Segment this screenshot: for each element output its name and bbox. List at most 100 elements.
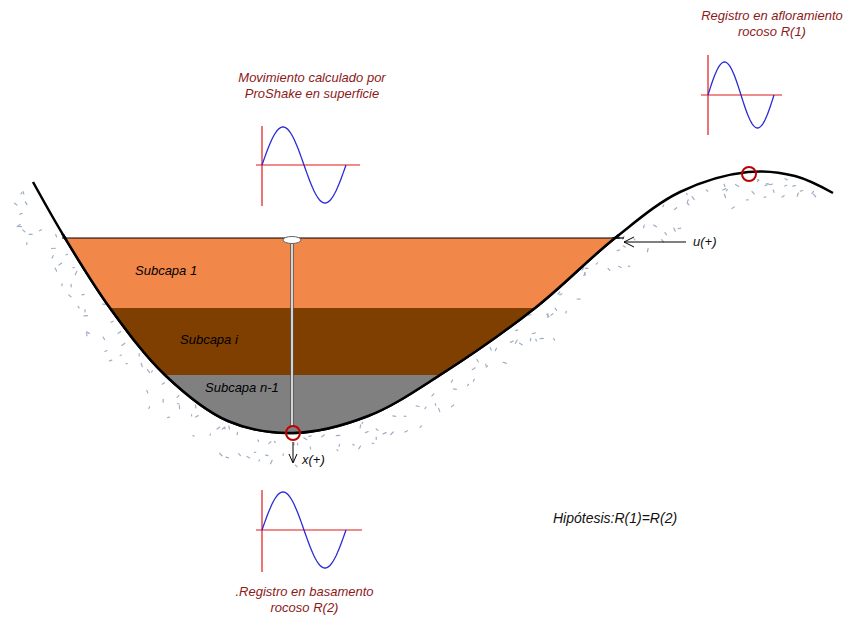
rock-dot [55, 235, 57, 237]
rock-dot [675, 208, 677, 210]
rock-dot [23, 192, 25, 194]
rock-dot [365, 432, 368, 433]
axis-label-box: x(+) [302, 452, 325, 468]
rock-dot [103, 337, 104, 340]
rock-dot [687, 200, 689, 202]
rock-dot [558, 292, 560, 294]
rock-dot [785, 179, 787, 180]
rock-dot [503, 362, 506, 363]
signal-plot [256, 126, 360, 206]
rock-dot [560, 294, 562, 295]
rock-dot [477, 359, 478, 361]
rock-dot [310, 447, 312, 449]
sine-wave [708, 62, 774, 128]
rock-dot [120, 354, 121, 356]
layer-fill [104, 308, 540, 375]
rock-dot [584, 273, 586, 275]
rock-dot [257, 440, 259, 441]
rock-dot [530, 338, 532, 340]
rock-dot [86, 332, 88, 336]
layer-label: Subcapa 1 [135, 263, 197, 278]
rock-dot [228, 426, 230, 429]
rock-dot [196, 416, 199, 417]
rock-dot [255, 452, 256, 453]
rock-dot [547, 314, 549, 316]
caption-note: .Registro en basamento rocoso R(2) [222, 584, 387, 616]
axis-label-box: u(+) [693, 234, 716, 250]
rock-dot [596, 263, 597, 264]
layer-label: Subcapa n-1 [205, 380, 279, 395]
rock-dot [551, 314, 553, 315]
rock-dot [304, 438, 307, 440]
borehole [291, 375, 293, 426]
rock-dot [758, 179, 759, 181]
arrow-head [624, 237, 634, 247]
rock-dot [643, 225, 645, 228]
caption-note-box: .Registro en basamento rocoso R(2) [222, 584, 387, 616]
rock-dot [453, 388, 456, 390]
rock-dot [608, 268, 610, 270]
rock-dot [757, 180, 758, 182]
rock-dot [785, 185, 787, 187]
axis-arrow [293, 442, 294, 462]
rock-dot [293, 443, 294, 445]
rock-dot [547, 314, 548, 318]
rock-dot [168, 416, 170, 418]
rock-dot [247, 457, 249, 458]
rock-dot [336, 449, 338, 451]
rock-dot [555, 308, 557, 310]
rock-dot [584, 273, 586, 276]
rock-dot [451, 380, 452, 382]
rock-dot [73, 267, 74, 268]
rock-dot [723, 189, 726, 190]
rock-dot [237, 432, 238, 434]
rock-dot [105, 350, 107, 351]
rock-dot [706, 190, 708, 191]
rock-dot [147, 390, 148, 393]
rock-dot [577, 298, 580, 299]
rock-dot [747, 199, 749, 200]
rock-dot [692, 197, 694, 200]
rock-dot [383, 433, 386, 434]
rock-dot [485, 364, 486, 365]
rock-dot [617, 249, 619, 251]
ground-surface [62, 237, 620, 238]
rock-dot [773, 190, 775, 192]
rock-dot [623, 246, 625, 247]
rock-dot [266, 454, 268, 456]
plot-axis [261, 126, 262, 206]
rock-dot [737, 185, 739, 186]
rock-dot [52, 248, 56, 249]
rock-dot [71, 284, 72, 287]
borehole [290, 243, 294, 308]
layer-shape [104, 308, 540, 375]
soil-layer: Subcapa i [104, 308, 540, 375]
rock-dot [405, 431, 408, 432]
rock-dot [391, 432, 393, 434]
rock-dot [109, 360, 111, 362]
hypothesis-note: Hipótesis:R(1)=R(2) [553, 510, 677, 526]
rock-dot [510, 341, 513, 342]
axis-arrow [624, 242, 686, 243]
rock-dot [258, 460, 260, 461]
rock-dot [687, 203, 689, 205]
rock-dot [61, 284, 62, 286]
rock-dot [162, 383, 164, 384]
plot-axis [256, 164, 360, 165]
rock-dot [724, 194, 725, 197]
rock-dot [553, 339, 555, 341]
surface-point [283, 237, 301, 244]
rock-dot [486, 366, 487, 367]
soil-layer: Subcapa n-1 [160, 375, 445, 444]
rock-dot [723, 184, 725, 186]
rock-dot [439, 408, 440, 411]
rock-dot [295, 465, 297, 467]
rock-dot [151, 371, 153, 372]
rock-dot [66, 254, 68, 256]
rock-dot [59, 263, 62, 265]
rock-dot [490, 347, 491, 349]
rock-dot [193, 435, 194, 437]
rock-dot [17, 225, 20, 227]
rock-dot [495, 348, 496, 351]
